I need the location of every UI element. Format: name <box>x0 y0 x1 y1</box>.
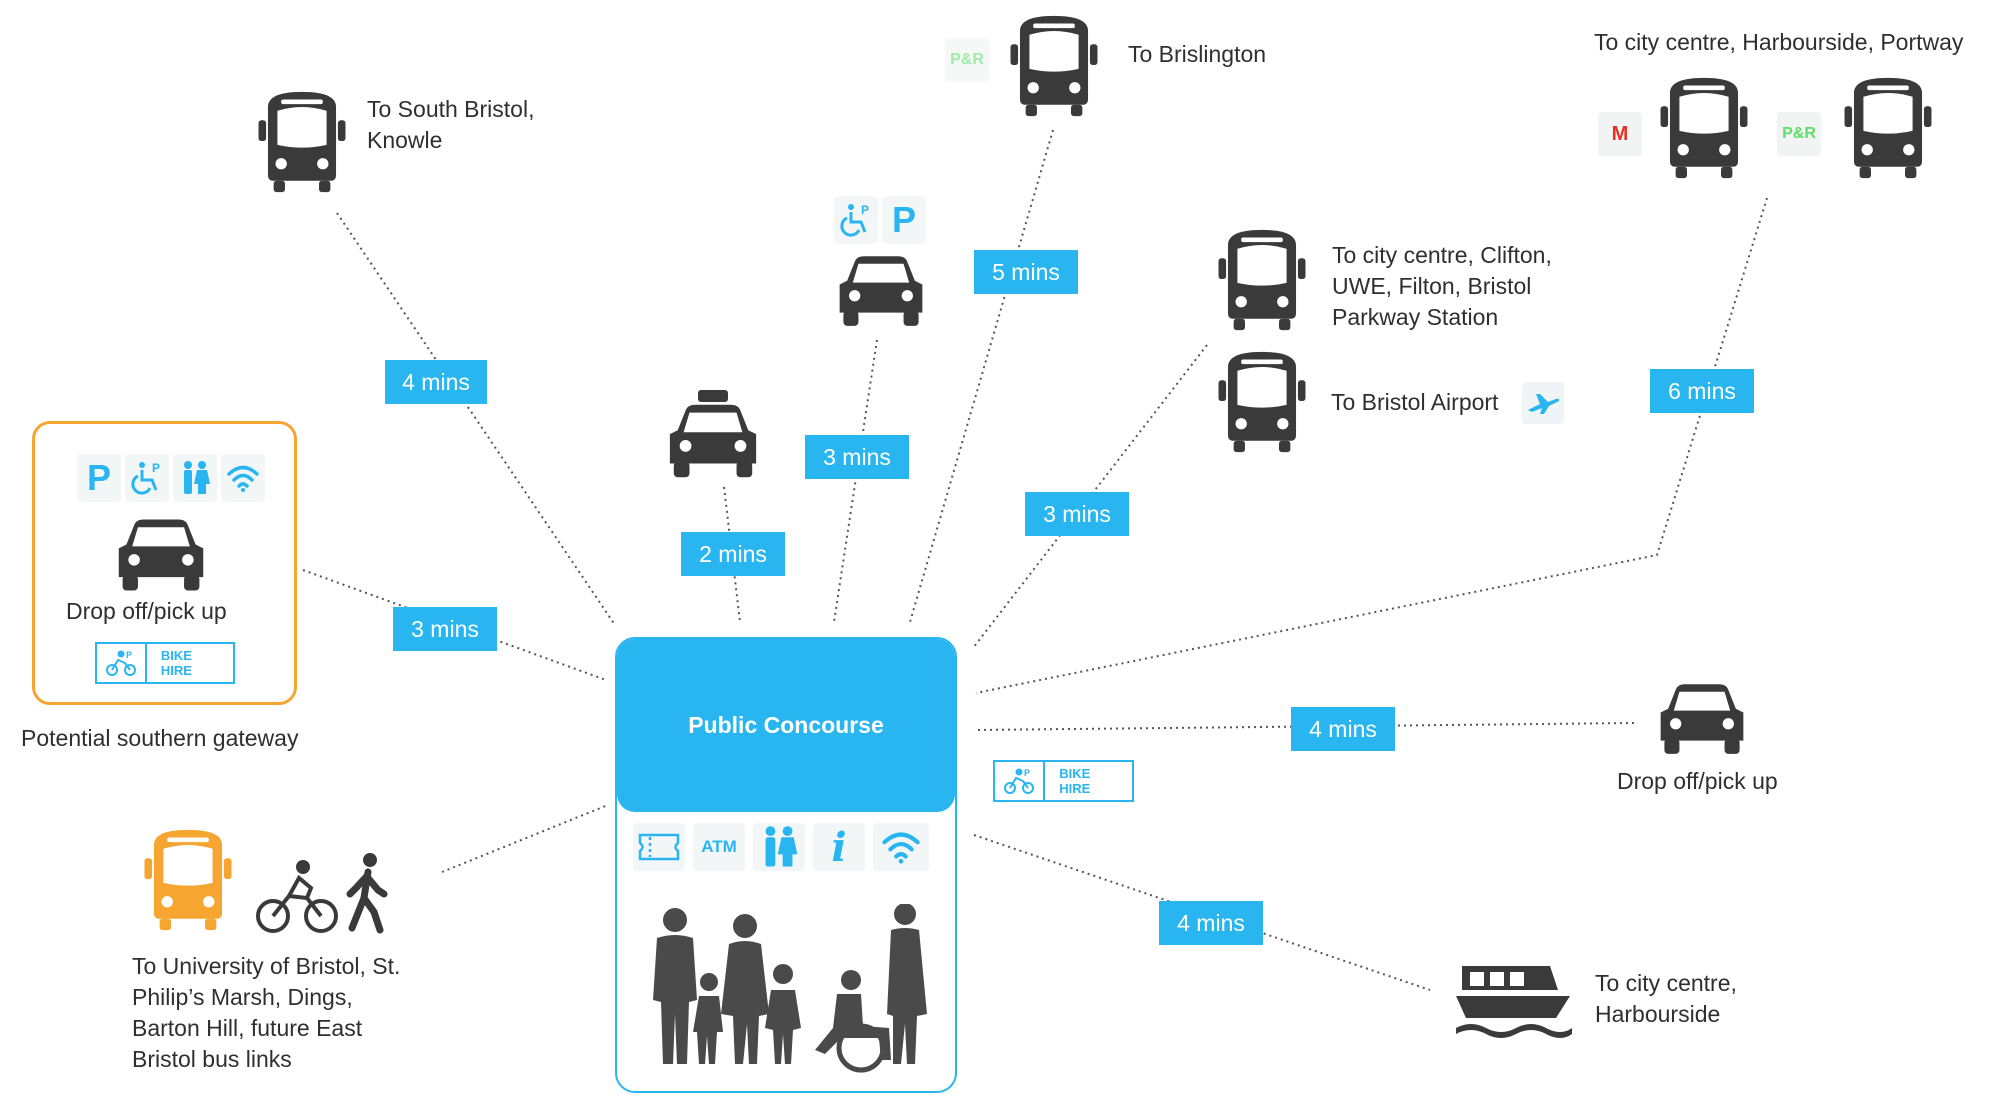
bus-icon <box>1208 228 1316 332</box>
toilets-icon <box>753 823 805 871</box>
toilets-icon <box>173 454 217 502</box>
park-and-ride-tile: P&R <box>1777 112 1821 156</box>
bike-hire-label: BIKE HIRE <box>160 648 192 678</box>
svg-text:P: P <box>1024 768 1030 778</box>
bike-hire-label: BIKE HIRE <box>1059 766 1091 796</box>
parking-icon: P <box>882 196 926 244</box>
line-brislington <box>909 129 1054 623</box>
badge-portway: 6 mins <box>1650 369 1754 413</box>
badge-clifton: 3 mins <box>1025 492 1129 536</box>
label-dropoff-east: Drop off/pick up <box>1617 768 1778 794</box>
bus-icon <box>1650 76 1758 180</box>
car-icon <box>834 252 928 332</box>
family-icon <box>653 904 927 1073</box>
svg-text:P: P <box>152 461 160 475</box>
label-gateway-dropoff: Drop off/pick up <box>66 598 227 624</box>
line-south-bristol <box>336 212 616 626</box>
cyclist-icon: P <box>995 762 1046 800</box>
bus-icon <box>248 90 356 194</box>
bus-icon <box>134 828 242 932</box>
walker-icon <box>346 853 388 934</box>
public-concourse: Public Concourse ATM i <box>615 637 957 1093</box>
badge-taxi: 2 mins <box>681 532 785 576</box>
label-airport: To Bristol Airport <box>1331 389 1499 415</box>
metrobus-tile: M <box>1598 112 1642 156</box>
wifi-icon <box>221 454 265 502</box>
label-ferry: To city centre, Harbourside <box>1595 970 1737 1027</box>
atm-icon: ATM <box>693 823 745 871</box>
badge-brislington: 5 mins <box>974 250 1078 294</box>
accessible-parking-icon: P <box>125 454 169 502</box>
label-gateway-caption: Potential southern gateway <box>21 725 299 751</box>
label-university: To University of Bristol, St. Philip’s M… <box>132 953 401 1072</box>
bus-icon <box>1000 14 1108 118</box>
badge-parking: 3 mins <box>805 435 909 479</box>
cyclist-icon <box>256 860 338 933</box>
badge-south-bristol: 4 mins <box>385 360 487 404</box>
park-and-ride-tile: P&R <box>945 38 989 82</box>
badge-ferry: 4 mins <box>1159 901 1263 945</box>
bike-hire-sign: P BIKE HIRE <box>993 760 1134 802</box>
info-icon: i <box>813 823 865 871</box>
car-icon <box>113 516 209 596</box>
badge-gateway: 3 mins <box>393 607 497 651</box>
concourse-title: Public Concourse <box>617 639 955 812</box>
svg-text:P: P <box>861 203 869 217</box>
bus-icon <box>1208 350 1316 454</box>
label-portway: To city centre, Harbourside, Portway <box>1594 29 1964 55</box>
plane-icon <box>1522 382 1564 424</box>
car-icon <box>1655 680 1749 760</box>
line-university <box>441 804 609 873</box>
ticket-icon <box>633 823 685 871</box>
label-south-bristol: To South Bristol, Knowle <box>367 96 535 153</box>
taxi-icon <box>669 390 757 478</box>
wifi-icon <box>873 823 929 871</box>
ferry-icon <box>1456 966 1572 1038</box>
accessible-parking-icon: P <box>834 196 878 244</box>
badge-dropoff-east: 4 mins <box>1291 707 1395 751</box>
southern-gateway-box: P P Drop off/pick up P BIKE HIRE <box>32 421 297 705</box>
bike-hire-sign: P BIKE HIRE <box>95 642 235 684</box>
bus-icon <box>1834 76 1942 180</box>
label-brislington: To Brislington <box>1128 41 1267 67</box>
parking-icon: P <box>77 454 121 502</box>
svg-text:P: P <box>126 650 132 660</box>
label-clifton: To city centre, Clifton, UWE, Filton, Br… <box>1332 242 1552 330</box>
line-parking <box>833 339 878 623</box>
cyclist-icon: P <box>97 644 147 682</box>
